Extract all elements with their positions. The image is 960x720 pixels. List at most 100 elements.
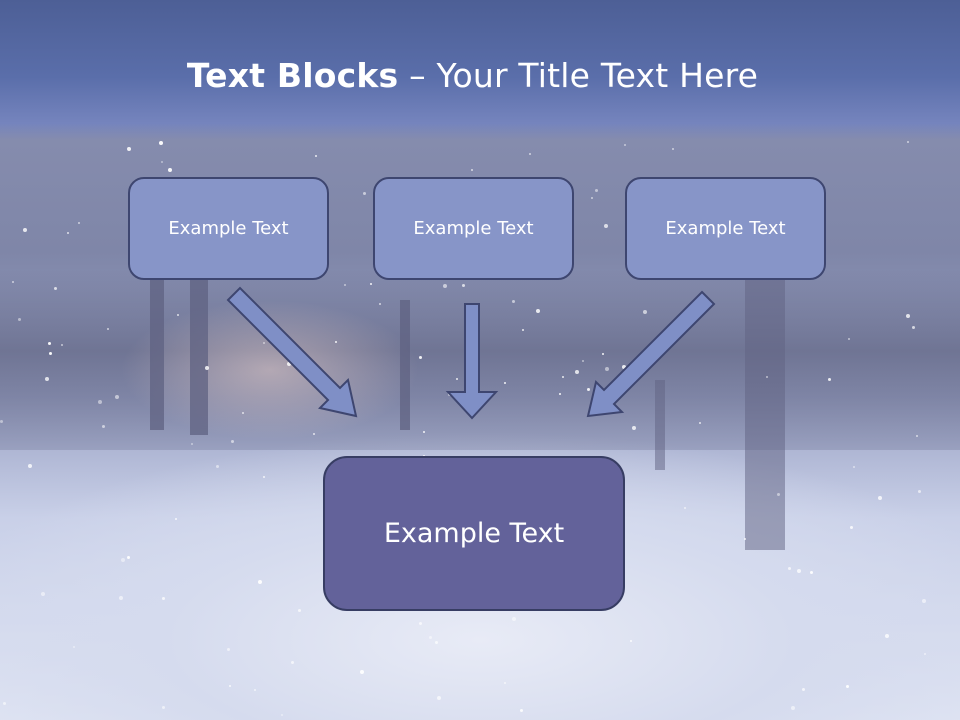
text-block-center[interactable]: Example Text (323, 456, 625, 611)
slide-title: Text Blocks – Your Title Text Here (0, 54, 945, 98)
snowflake (622, 365, 626, 369)
snowflake (791, 706, 795, 710)
snowflake (429, 636, 432, 639)
arrow-right-icon (586, 290, 716, 418)
snowflake (175, 518, 177, 520)
snowflake (0, 420, 3, 423)
snowflake (630, 640, 632, 642)
snowflake (242, 412, 244, 414)
snowflake (846, 685, 849, 688)
snowflake (115, 395, 119, 399)
snowflake (766, 376, 768, 378)
snowflake (575, 370, 579, 374)
snowflake (602, 353, 604, 355)
snowflake (878, 496, 882, 500)
snowflake (777, 493, 780, 496)
snowflake (559, 393, 561, 395)
snowflake (379, 303, 381, 305)
snowflake (462, 284, 465, 287)
snowflake (258, 580, 262, 584)
snowflake (48, 342, 51, 345)
snowflake (885, 634, 889, 638)
snowflake (504, 682, 506, 684)
snowflake (582, 360, 584, 362)
snowflake (684, 507, 686, 509)
snowflake (437, 696, 441, 700)
snowflake (98, 400, 102, 404)
snowflake (298, 609, 301, 612)
snowflake (456, 378, 458, 380)
snowflake (127, 556, 130, 559)
snowflake (229, 685, 231, 687)
snowflake (67, 232, 69, 234)
snowflake (281, 714, 283, 716)
snowflake (335, 341, 337, 343)
snowflake (848, 338, 850, 340)
snowflake (205, 366, 209, 370)
snowflake (287, 362, 291, 366)
snowflake (624, 144, 626, 146)
snowflake (591, 197, 593, 199)
snowflake (78, 222, 80, 224)
arrow-left-icon (226, 286, 358, 418)
snowflake (162, 597, 165, 600)
snowflake (906, 314, 910, 318)
snowflake (853, 466, 855, 468)
snowflake (605, 367, 609, 371)
background-tree-trunk (745, 280, 785, 550)
snowflake (12, 281, 14, 283)
arrow-down-icon (445, 303, 499, 420)
background-tree-trunk (655, 380, 665, 470)
snowflake (699, 422, 701, 424)
snowflake (788, 567, 791, 570)
snowflake (45, 377, 49, 381)
background-tree-trunk (190, 270, 208, 435)
snowflake (802, 688, 805, 691)
snowflake (512, 300, 515, 303)
text-block-left-label: Example Text (168, 218, 289, 239)
snowflake (127, 147, 131, 151)
snowflake (177, 314, 179, 316)
snowflake (344, 284, 346, 286)
slide-title-bold: Text Blocks (186, 56, 399, 95)
snowflake (370, 283, 372, 285)
text-block-right[interactable]: Example Text (625, 177, 826, 280)
snowflake (3, 702, 6, 705)
snowflake (850, 526, 853, 529)
text-block-center-label: Example Text (383, 518, 565, 549)
snowflake (419, 622, 422, 625)
slide-title-rest: Your Title Text Here (436, 56, 759, 95)
snowflake (162, 706, 165, 709)
snowflake (810, 571, 813, 574)
snowflake (922, 599, 926, 603)
snowflake (102, 425, 105, 428)
snowflake (61, 344, 63, 346)
snowflake (828, 378, 831, 381)
snowflake (49, 352, 52, 355)
text-block-left[interactable]: Example Text (128, 177, 329, 280)
text-block-middle[interactable]: Example Text (373, 177, 574, 280)
snowflake (18, 318, 21, 321)
snowflake (168, 168, 172, 172)
snowflake (912, 326, 915, 329)
snowflake (512, 617, 516, 621)
snowflake (121, 558, 125, 562)
snowflake (918, 490, 921, 493)
snowflake (924, 653, 926, 655)
snowflake (536, 309, 540, 313)
snowflake (916, 435, 918, 437)
snowflake (161, 161, 163, 163)
snowflake (263, 476, 265, 478)
snowflake (423, 431, 425, 433)
snowflake (443, 284, 447, 288)
text-block-right-label: Example Text (665, 218, 786, 239)
snowflake (73, 646, 75, 648)
snowflake (216, 465, 219, 468)
snowflake (595, 189, 598, 192)
snowflake (28, 464, 32, 468)
snowflake (191, 443, 193, 445)
snowflake (363, 192, 366, 195)
snowflake (504, 382, 506, 384)
snowflake (231, 440, 234, 443)
